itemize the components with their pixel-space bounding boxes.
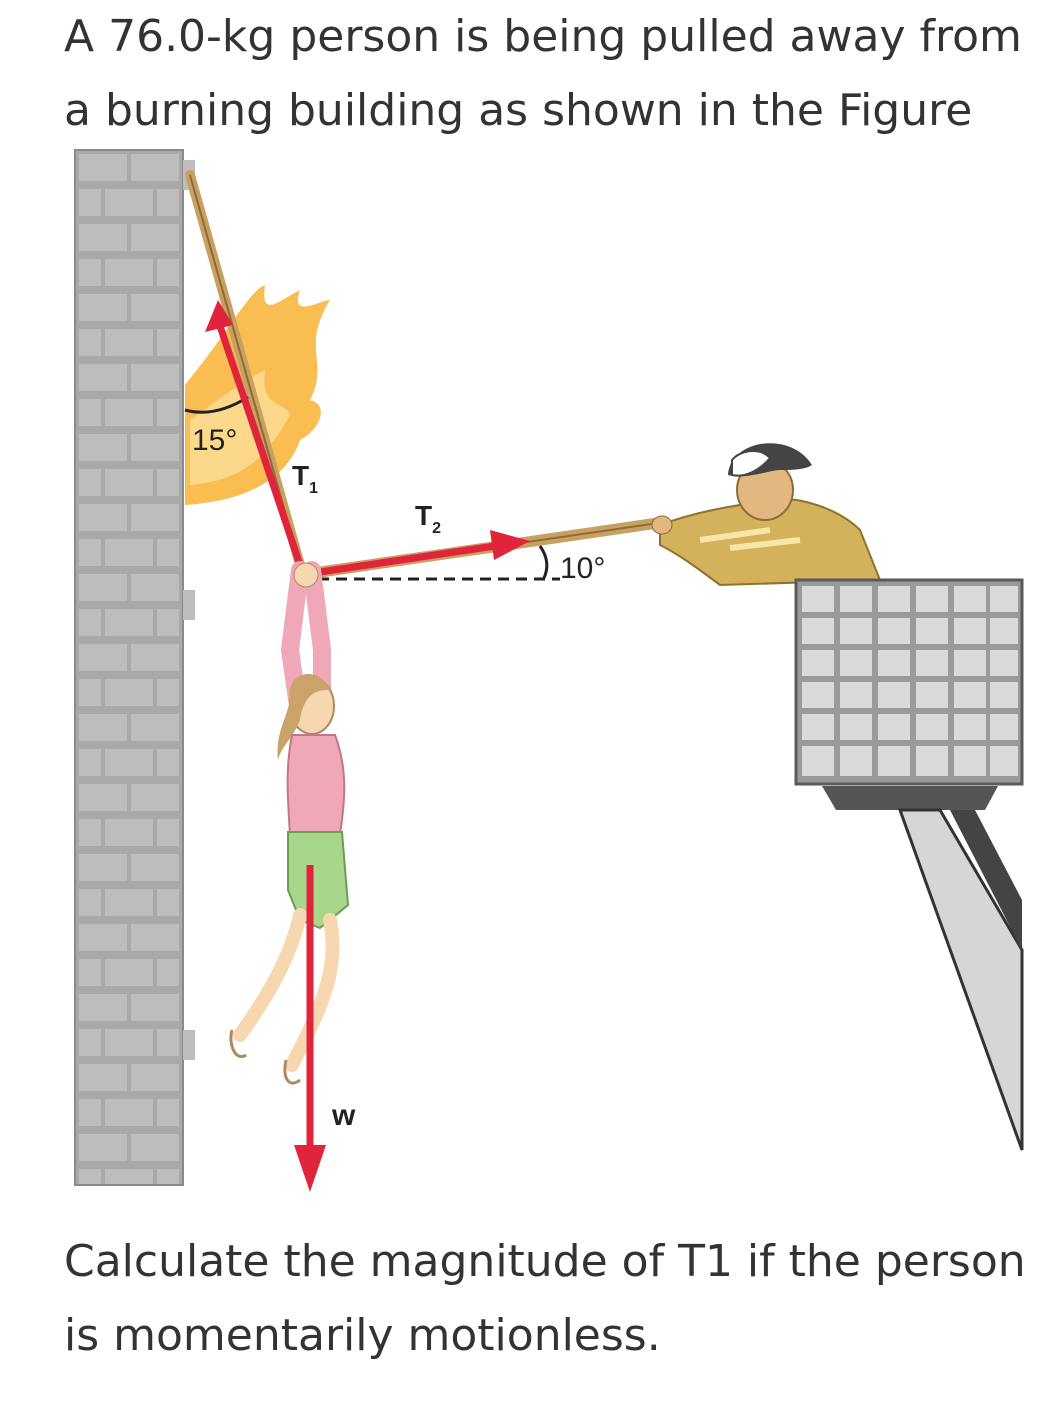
t2-vector [299,542,496,579]
angle-label-rope: 10° [560,552,605,585]
t1-vector [214,318,304,567]
question-ask: Calculate the magnitude of T1 if the per… [64,1236,1026,1361]
rescue-basket [794,578,1024,810]
firefighter [651,443,882,587]
t2-label: T2 [415,500,441,537]
w-label: w [331,1099,356,1132]
t2-arrowhead [490,530,530,560]
t1-arrowhead [205,300,233,332]
ladder-boom [897,808,1024,1151]
angle-arc-rope [538,545,549,581]
hanging-person [229,561,350,1085]
w-arrowhead [294,1145,326,1192]
angle-label-wall: 15° [192,424,237,457]
question-intro: A 76.0-kg person is being pulled away fr… [64,11,1022,136]
brick-wall [74,149,195,1186]
physics-diagram: 15° T1 T2 10° w [74,149,1024,1192]
t1-label: T1 [292,460,318,497]
